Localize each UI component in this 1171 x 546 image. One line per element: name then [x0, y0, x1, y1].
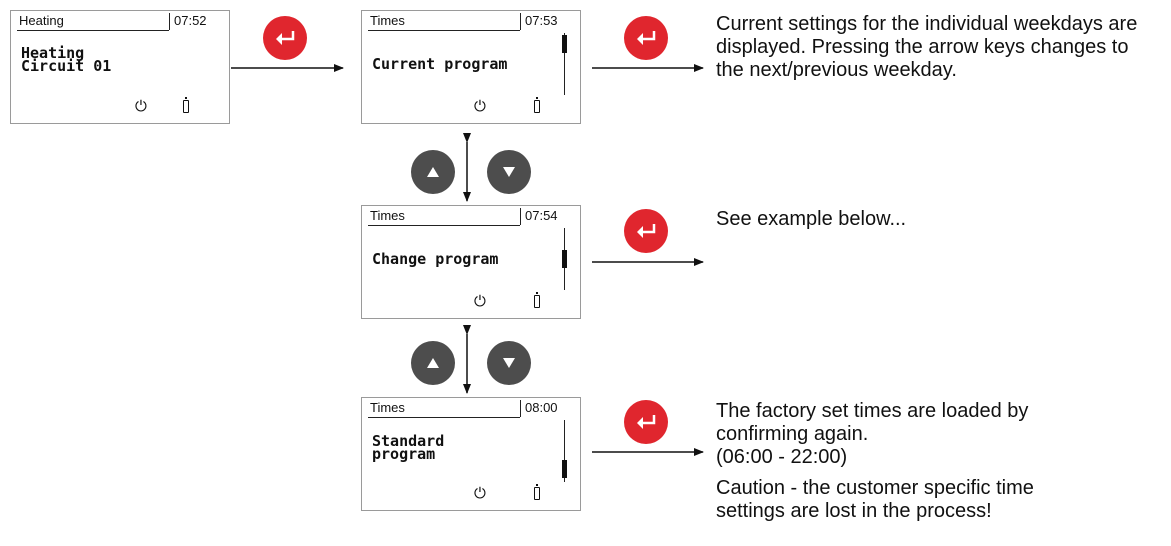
- header-separator: [520, 400, 521, 417]
- lcd-screen-current-program: Times 07:53 Current program ⏻: [361, 10, 581, 124]
- header-separator: [169, 13, 170, 30]
- lcd-screen-heating: Heating 07:52 Heating Circuit 01 ⏻: [10, 10, 230, 124]
- battery-icon: [534, 97, 540, 113]
- description-caution: Caution - the customer specific time set…: [716, 477, 1034, 522]
- arrow-down-icon: [503, 167, 515, 177]
- arrow-up-button[interactable]: [411, 150, 455, 194]
- arrow-down-icon: [503, 358, 515, 368]
- screen-text-line-2: Circuit 01: [21, 57, 112, 75]
- enter-icon: [637, 31, 656, 45]
- power-icon: ⏻: [135, 97, 147, 115]
- battery-icon: [534, 292, 540, 308]
- scrollbar-thumb: [562, 35, 567, 53]
- enter-icon: [637, 224, 656, 238]
- screen-text-line-1: Standard: [372, 432, 445, 450]
- lcd-screen-standard-program: Times 08:00 Standard program ⏻: [361, 397, 581, 511]
- enter-icon: [637, 415, 656, 429]
- arrow-up-icon: [427, 167, 439, 177]
- battery-icon: [534, 484, 540, 500]
- screen-time: 08:00: [525, 400, 558, 415]
- screen-text-line-2: program: [372, 445, 436, 463]
- screen-title: Heating: [19, 13, 64, 28]
- power-icon: ⏻: [474, 97, 486, 115]
- battery-icon: [183, 97, 189, 113]
- scrollbar-thumb: [562, 460, 567, 478]
- enter-button[interactable]: [624, 400, 668, 444]
- screen-title: Times: [370, 13, 405, 28]
- screen-text-line-1: Heating: [21, 44, 85, 62]
- enter-button[interactable]: [624, 209, 668, 253]
- arrow-up-button[interactable]: [411, 341, 455, 385]
- description-standard-program: The factory set times are loaded by conf…: [716, 400, 1029, 445]
- description-change-program: See example below...: [716, 208, 907, 230]
- arrow-down-button[interactable]: [487, 150, 531, 194]
- header-divider: [368, 30, 520, 31]
- screen-text-line-1: Current program: [372, 55, 508, 73]
- power-icon: ⏻: [474, 484, 486, 502]
- screen-time: 07:54: [525, 208, 558, 223]
- enter-button[interactable]: [263, 16, 307, 60]
- header-separator: [520, 13, 521, 30]
- screen-title: Times: [370, 208, 405, 223]
- header-divider: [368, 417, 520, 418]
- screen-title: Times: [370, 400, 405, 415]
- screen-time: 07:52: [174, 13, 207, 28]
- lcd-screen-change-program: Times 07:54 Change program ⏻: [361, 205, 581, 319]
- enter-button[interactable]: [624, 16, 668, 60]
- scrollbar-track: [564, 33, 565, 95]
- screen-time: 07:53: [525, 13, 558, 28]
- scrollbar-track: [564, 420, 565, 482]
- arrow-down-button[interactable]: [487, 341, 531, 385]
- header-separator: [520, 208, 521, 225]
- arrow-up-icon: [427, 358, 439, 368]
- enter-icon: [276, 31, 295, 45]
- description-current-program: Current settings for the individual week…: [716, 13, 1138, 81]
- scrollbar-thumb: [562, 250, 567, 268]
- description-standard-times: (06:00 - 22:00): [716, 446, 848, 468]
- header-divider: [368, 225, 520, 226]
- power-icon: ⏻: [474, 292, 486, 310]
- screen-text-line-1: Change program: [372, 250, 499, 268]
- header-divider: [17, 30, 169, 31]
